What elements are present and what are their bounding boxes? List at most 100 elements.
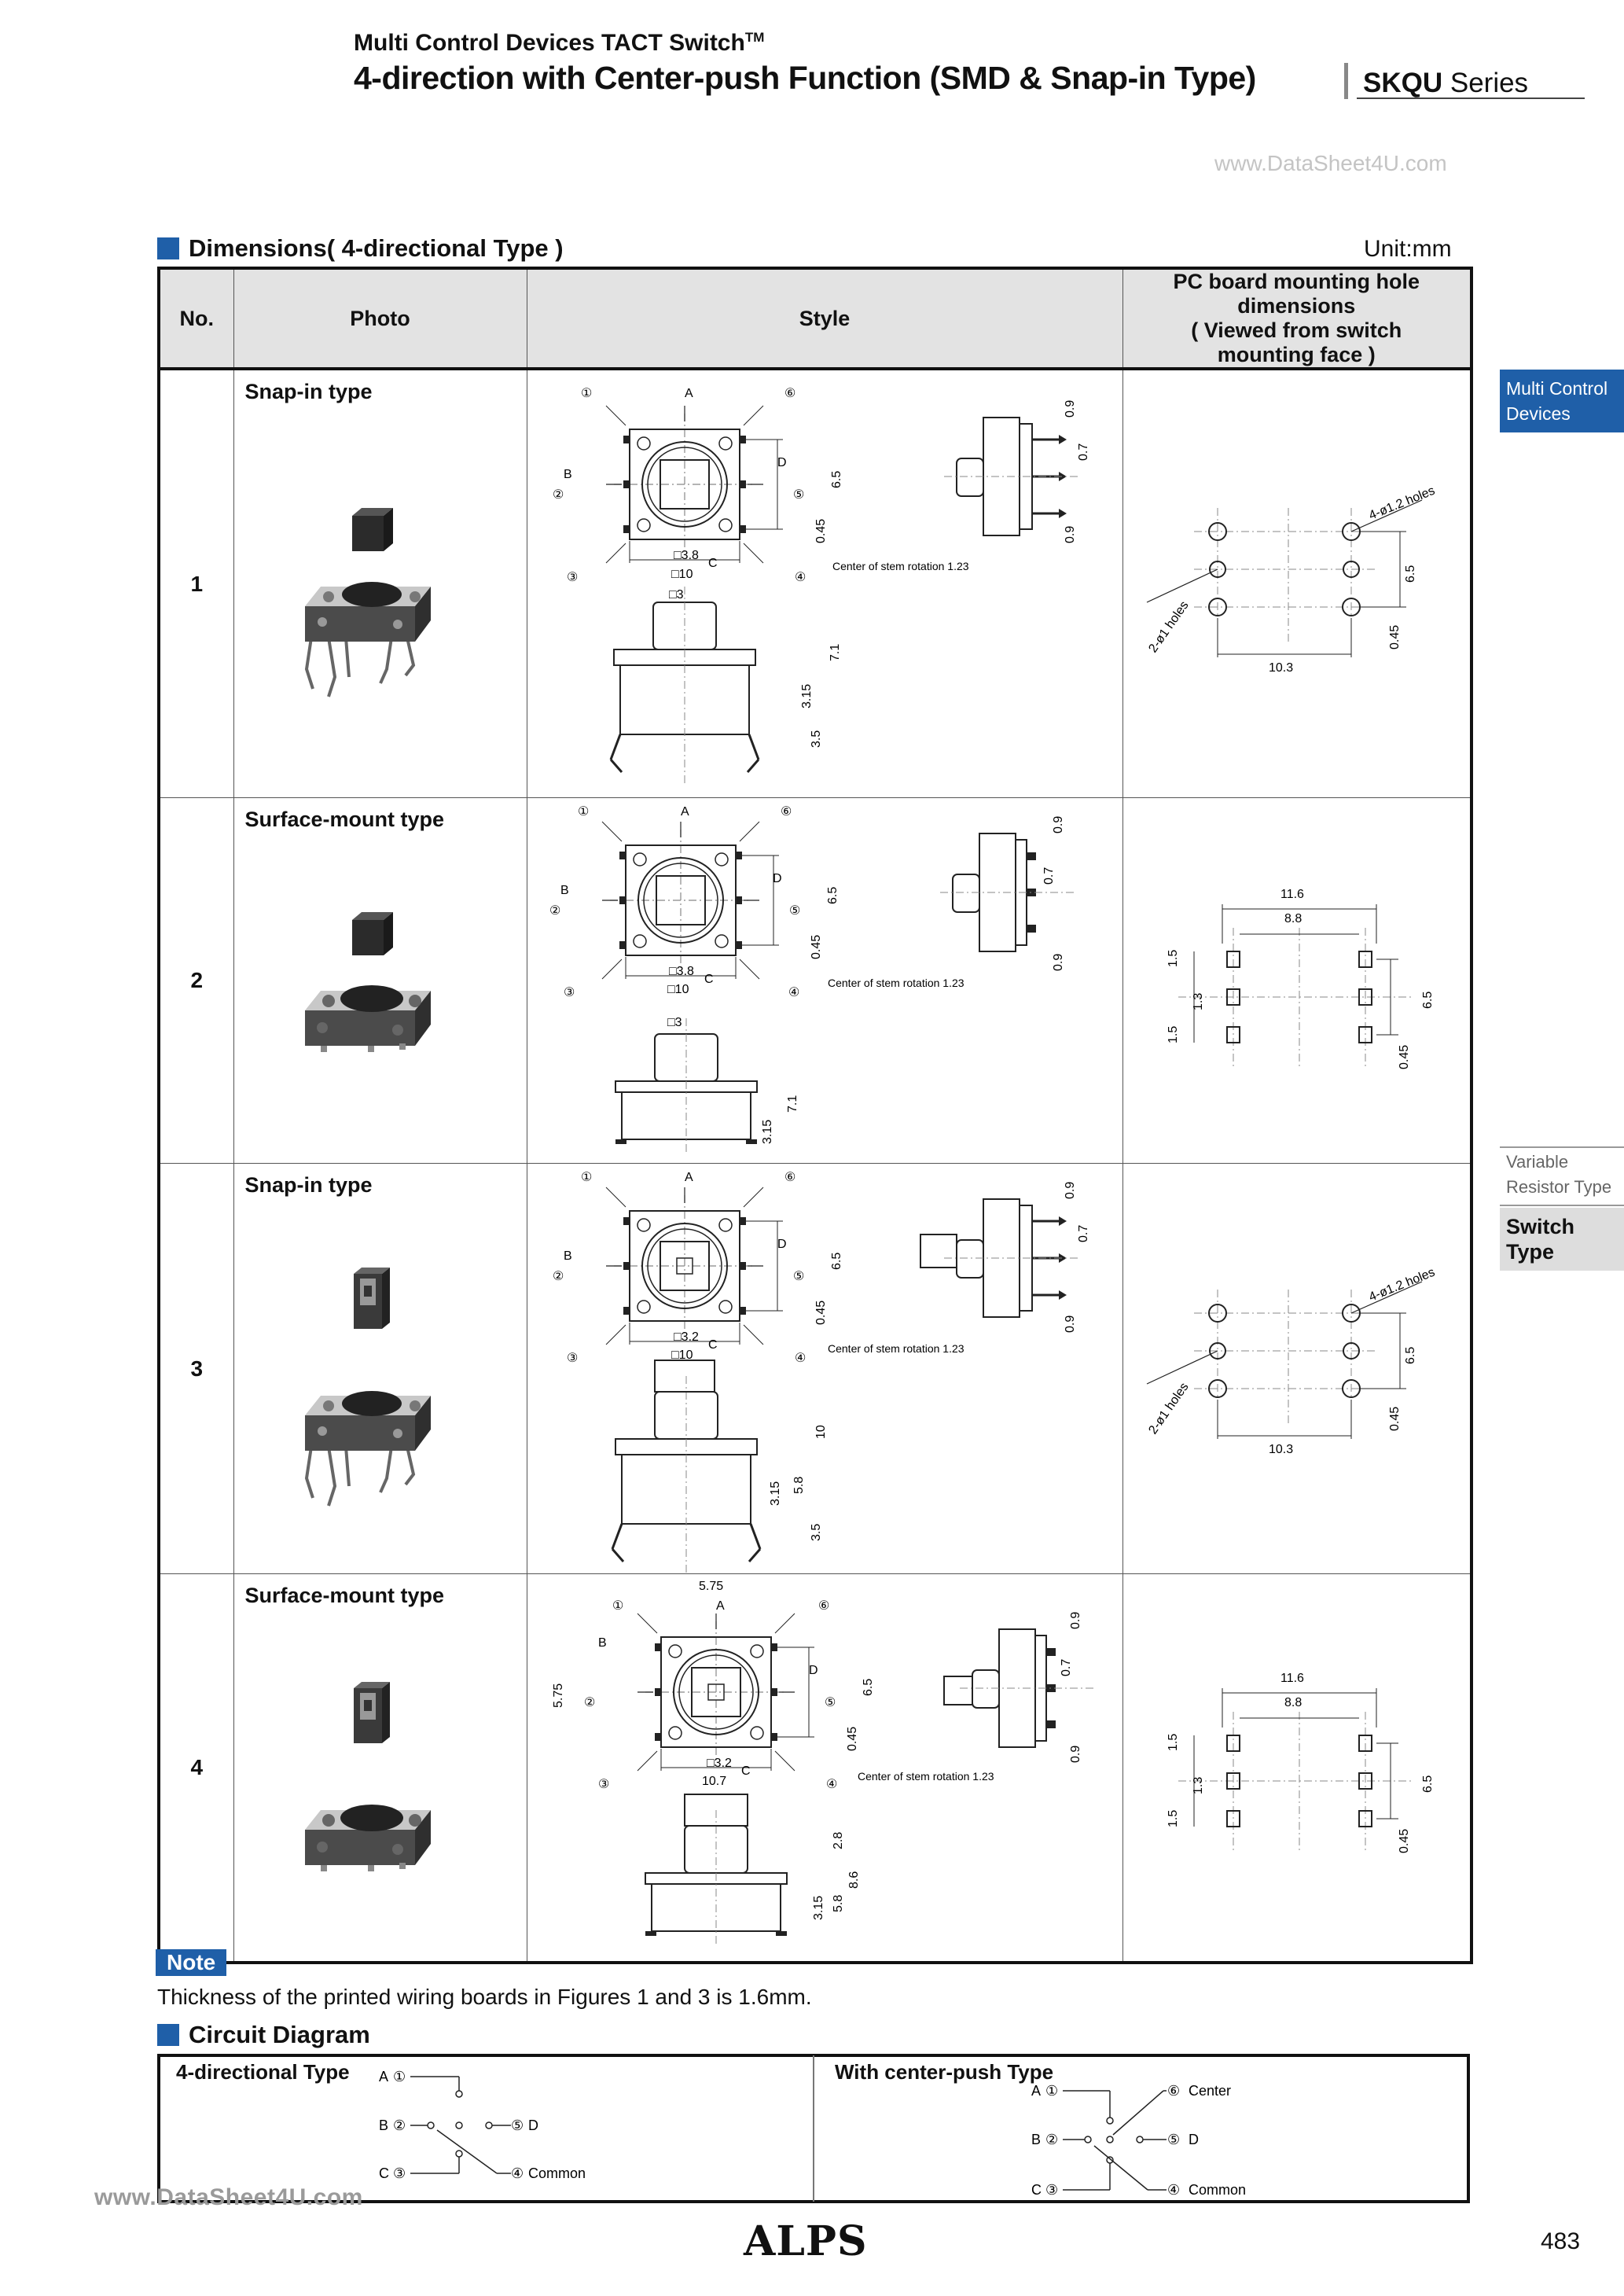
svg-text:④: ④	[788, 986, 799, 999]
svg-text:D: D	[809, 1664, 818, 1677]
svg-text:0.9: 0.9	[1064, 400, 1077, 418]
svg-text:②: ②	[553, 488, 564, 502]
svg-text:1.3: 1.3	[1192, 1777, 1205, 1794]
svg-text:C: C	[741, 1764, 751, 1778]
header-subtitle: Multi Control Devices TACT SwitchTM	[354, 30, 765, 56]
svg-text:□10: □10	[667, 983, 689, 996]
svg-text:5.8: 5.8	[832, 1895, 845, 1912]
svg-text:□3.8: □3.8	[669, 965, 694, 978]
svg-text:10: 10	[814, 1425, 828, 1439]
svg-text:3.15: 3.15	[800, 684, 814, 708]
svg-text:0.45: 0.45	[810, 935, 823, 959]
svg-text:7.1: 7.1	[829, 644, 842, 661]
svg-text:Center of stem rotation 1.23: Center of stem rotation 1.23	[828, 977, 964, 989]
svg-text:0.7: 0.7	[1042, 867, 1056, 885]
switch-photo	[304, 912, 431, 1052]
col-no: No.	[158, 267, 234, 370]
photo-type-label: Snap-in type	[244, 1173, 373, 1197]
header-rule	[1357, 98, 1585, 99]
photo-cell: Snap-in type	[233, 368, 527, 798]
alps-logo: ALPS	[744, 2217, 868, 2265]
svg-text:B: B	[564, 1249, 572, 1263]
dimensions-heading: Dimensions( 4-directional Type )	[157, 234, 564, 263]
svg-text:C: C	[379, 2165, 389, 2181]
photo-cell: Snap-in type	[233, 1163, 527, 1574]
pcb-drawing: 11.6 8.8 1.5 1.3 1.5 6.5 0.45	[1167, 1672, 1435, 1854]
pcb-drawing-cell: 4-ø1.2 holes 2-ø1 holes 10.3 6.5 0.45	[1122, 368, 1472, 798]
svg-text:②: ②	[549, 904, 560, 918]
svg-text:0.9: 0.9	[1064, 1315, 1077, 1333]
svg-text:10.3: 10.3	[1269, 661, 1293, 675]
svg-text:⑤: ⑤	[511, 2118, 524, 2133]
pcb-drawing-cell: 11.6 8.8 1.5 1.3 1.5 6.5 0.45	[1122, 1573, 1472, 1963]
svg-text:C: C	[708, 1338, 718, 1352]
svg-text:④: ④	[1167, 2182, 1180, 2198]
svg-text:⑤: ⑤	[789, 904, 800, 918]
svg-text:①: ①	[1045, 2083, 1058, 2099]
svg-text:0.9: 0.9	[1069, 1612, 1082, 1629]
svg-text:6.5: 6.5	[1421, 1775, 1435, 1793]
svg-text:0.45: 0.45	[1398, 1829, 1411, 1853]
svg-text:6.5: 6.5	[826, 887, 840, 904]
row-number: 2	[158, 797, 234, 1164]
svg-text:3.5: 3.5	[810, 730, 823, 748]
row-number: 1	[158, 368, 234, 798]
svg-text:□3.2: □3.2	[674, 1330, 699, 1344]
svg-text:0.9: 0.9	[1052, 954, 1065, 971]
svg-text:10.7: 10.7	[702, 1775, 726, 1788]
svg-text:3.15: 3.15	[812, 1896, 825, 1920]
svg-text:B: B	[598, 1636, 607, 1650]
svg-text:3.15: 3.15	[761, 1120, 774, 1144]
svg-text:A: A	[681, 805, 689, 819]
svg-text:1.5: 1.5	[1167, 1734, 1180, 1751]
svg-text:A: A	[1031, 2083, 1041, 2099]
watermark-top: www.DataSheet4U.com	[1214, 151, 1447, 175]
svg-text:③: ③	[564, 986, 575, 999]
circuit-right-title: With center-push Type	[835, 2060, 1054, 2084]
svg-text:B: B	[564, 468, 572, 481]
svg-text:③: ③	[567, 571, 578, 584]
svg-text:②: ②	[1045, 2132, 1058, 2147]
photo-type-label: Snap-in type	[244, 380, 373, 403]
svg-text:3.15: 3.15	[769, 1481, 782, 1506]
row-number: 3	[158, 1163, 234, 1574]
svg-text:6.5: 6.5	[1421, 992, 1435, 1009]
svg-text:□10: □10	[671, 1349, 693, 1362]
svg-text:D: D	[528, 2118, 538, 2133]
svg-text:B: B	[379, 2118, 388, 2133]
svg-text:0.7: 0.7	[1077, 1225, 1090, 1242]
section-marker-icon	[157, 237, 179, 259]
svg-text:A: A	[685, 387, 693, 400]
switch-photo	[303, 508, 432, 698]
side-tab-divider	[1500, 1205, 1624, 1206]
dimensions-table: No. Photo Style PC board mounting hole d…	[157, 267, 1473, 1964]
page-number: 483	[1541, 2228, 1581, 2254]
svg-text:0.9: 0.9	[1064, 526, 1077, 543]
svg-text:10.3: 10.3	[1269, 1443, 1293, 1456]
series-name: SKQU Series	[1363, 68, 1529, 98]
svg-text:A: A	[685, 1171, 693, 1184]
svg-text:0.45: 0.45	[814, 519, 828, 543]
svg-text:Common: Common	[1189, 2182, 1246, 2198]
svg-text:D: D	[777, 1238, 787, 1251]
svg-text:③: ③	[393, 2165, 406, 2181]
svg-text:③: ③	[1045, 2182, 1058, 2198]
svg-text:①: ①	[581, 1171, 592, 1184]
svg-text:A: A	[379, 2069, 388, 2084]
svg-text:0.7: 0.7	[1060, 1659, 1073, 1676]
note-text: Thickness of the printed wiring boards i…	[157, 1985, 812, 2009]
title-divider	[1344, 63, 1348, 99]
svg-text:⑥: ⑥	[784, 387, 795, 400]
switch-photo	[303, 1268, 432, 1507]
svg-text:5.75: 5.75	[552, 1683, 565, 1708]
